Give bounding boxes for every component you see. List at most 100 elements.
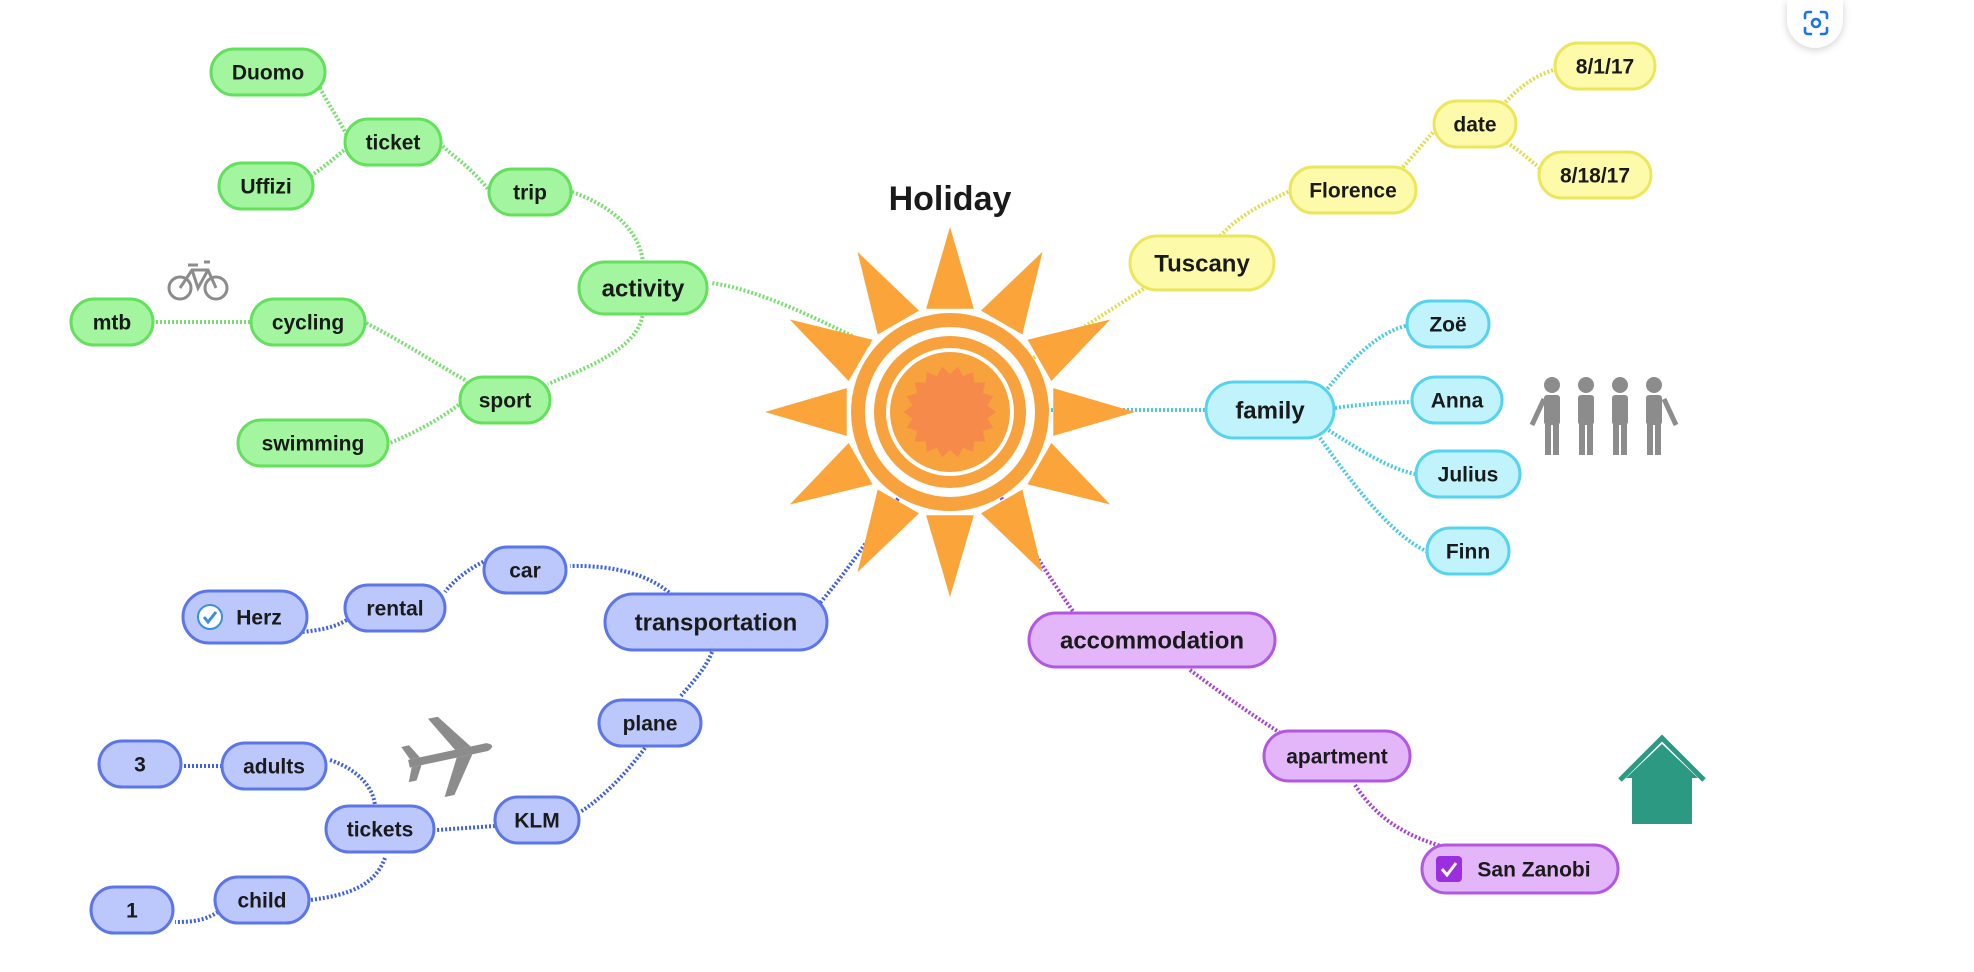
topic-node-bubble — [458, 375, 552, 425]
topic-node-label: Zoë — [1429, 314, 1466, 337]
topic-node-label: Finn — [1446, 541, 1490, 564]
topic-node-zoe[interactable]: Zoë — [1405, 299, 1491, 349]
topic-node-child-count[interactable]: 1 — [89, 885, 175, 935]
link-florence-date — [1398, 123, 1442, 172]
link-klm-tickets — [436, 824, 496, 832]
topic-node-bubble — [493, 795, 581, 845]
topic-node-plane[interactable]: plane — [597, 698, 703, 748]
topic-node-adults[interactable]: adults — [220, 741, 328, 791]
link-family-finn — [1318, 436, 1429, 554]
topic-node-klm[interactable]: KLM — [493, 795, 581, 845]
topic-node-bubble — [220, 741, 328, 791]
topic-node-date[interactable]: date — [1432, 99, 1518, 149]
topic-node-duomo[interactable]: Duomo — [209, 47, 327, 97]
topic-node-family[interactable]: family — [1204, 380, 1336, 440]
topic-node-label: mtb — [93, 312, 132, 335]
topic-node-bubble — [236, 418, 390, 468]
link-sport-swimming — [384, 398, 467, 447]
link-accommodation-apartment — [1188, 668, 1287, 738]
topic-node-bubble — [1553, 41, 1657, 91]
topic-node-activity[interactable]: activity — [577, 260, 709, 316]
topic-node-apartment[interactable]: apartment — [1262, 729, 1412, 783]
topic-node-car[interactable]: car — [482, 545, 568, 595]
topic-node-tickets[interactable]: tickets — [324, 804, 436, 854]
link-apartment-sanzanobi — [1353, 783, 1449, 850]
check-circle-icon[interactable] — [197, 604, 223, 630]
topic-node-tuscany[interactable]: Tuscany — [1128, 234, 1276, 292]
link-activity-trip — [571, 190, 645, 264]
link-child-1 — [174, 910, 220, 924]
topic-node-bubble — [1425, 526, 1511, 576]
topic-node-bubble — [209, 47, 327, 97]
link-family-zoe — [1323, 323, 1411, 394]
topic-node-label: sport — [479, 390, 532, 413]
topic-node-bubble — [97, 739, 183, 789]
topic-node-bubble — [69, 297, 155, 347]
topic-node-uffizi[interactable]: Uffizi — [217, 161, 315, 211]
topic-node-bubble — [181, 589, 309, 645]
topic-node-bubble — [482, 545, 568, 595]
link-sport-cycling — [363, 320, 466, 382]
topic-node-label: trip — [513, 182, 547, 205]
lens-scan-button[interactable] — [1787, 0, 1843, 48]
airplane-icon — [401, 716, 493, 798]
link-trip-ticket — [438, 141, 492, 194]
sun-ray — [857, 489, 920, 573]
topic-node-swimming[interactable]: swimming — [236, 418, 390, 468]
topic-node-label: cycling — [272, 312, 344, 335]
sun-ray — [789, 442, 873, 505]
sun-ray — [1027, 442, 1111, 505]
topic-node-mtb[interactable]: mtb — [69, 297, 155, 347]
topic-node-label: Florence — [1309, 180, 1397, 203]
topic-node-accommodation[interactable]: accommodation — [1027, 611, 1277, 669]
topic-node-label: apartment — [1286, 746, 1388, 769]
topic-node-transportation[interactable]: transportation — [603, 592, 829, 652]
sun-core — [904, 366, 996, 458]
link-tickets-adults — [329, 758, 377, 809]
topic-node-date-end[interactable]: 8/18/17 — [1537, 150, 1653, 200]
topic-node-finn[interactable]: Finn — [1425, 526, 1511, 576]
checkbox-checked-icon[interactable] — [1436, 856, 1462, 882]
topic-node-label: adults — [243, 756, 305, 779]
topic-node-label: activity — [602, 276, 685, 303]
topic-node-label: swimming — [262, 433, 365, 456]
topic-node-julius[interactable]: Julius — [1414, 449, 1522, 499]
sun-ray — [980, 251, 1043, 335]
topic-node-cycling[interactable]: cycling — [249, 297, 367, 347]
topic-node-label: San Zanobi — [1477, 859, 1590, 882]
topic-node-bubble — [1204, 380, 1336, 440]
topic-node-anna[interactable]: Anna — [1410, 375, 1504, 425]
topic-node-adults-count[interactable]: 3 — [97, 739, 183, 789]
topic-node-bubble — [89, 885, 175, 935]
topic-node-child[interactable]: child — [213, 875, 311, 925]
topic-node-san-zanobi[interactable]: San Zanobi — [1420, 843, 1620, 895]
topic-node-bubble — [324, 804, 436, 854]
topic-node-florence[interactable]: Florence — [1288, 165, 1418, 215]
link-transportation-car — [569, 563, 674, 597]
topic-node-herz[interactable]: Herz — [181, 589, 309, 645]
house-icon — [1618, 734, 1706, 824]
topic-node-bubble — [1432, 99, 1518, 149]
central-sun-topic[interactable] — [765, 227, 1135, 597]
sun-ray — [765, 388, 847, 436]
topic-node-ticket[interactable]: ticket — [343, 117, 443, 167]
link-ticket-duomo — [313, 77, 352, 143]
link-rental-herz — [301, 616, 352, 634]
bicycle-icon — [167, 260, 229, 301]
topic-node-label: child — [237, 890, 286, 913]
topic-node-bubble — [1420, 843, 1620, 895]
topic-node-trip[interactable]: trip — [487, 167, 573, 217]
topic-node-date-start[interactable]: 8/1/17 — [1553, 41, 1657, 91]
topic-node-bubble — [577, 260, 709, 316]
topic-node-sport[interactable]: sport — [458, 375, 552, 425]
topic-node-label: 1 — [126, 900, 138, 923]
topic-node-label: ticket — [366, 132, 421, 155]
topic-node-rental[interactable]: rental — [343, 583, 447, 633]
topic-node-label: KLM — [514, 810, 560, 833]
topic-node-bubble — [1414, 449, 1522, 499]
topic-node-label: Tuscany — [1154, 251, 1250, 278]
topic-node-bubble — [343, 117, 443, 167]
topic-node-bubble — [1027, 611, 1277, 669]
topic-node-bubble — [1405, 299, 1491, 349]
